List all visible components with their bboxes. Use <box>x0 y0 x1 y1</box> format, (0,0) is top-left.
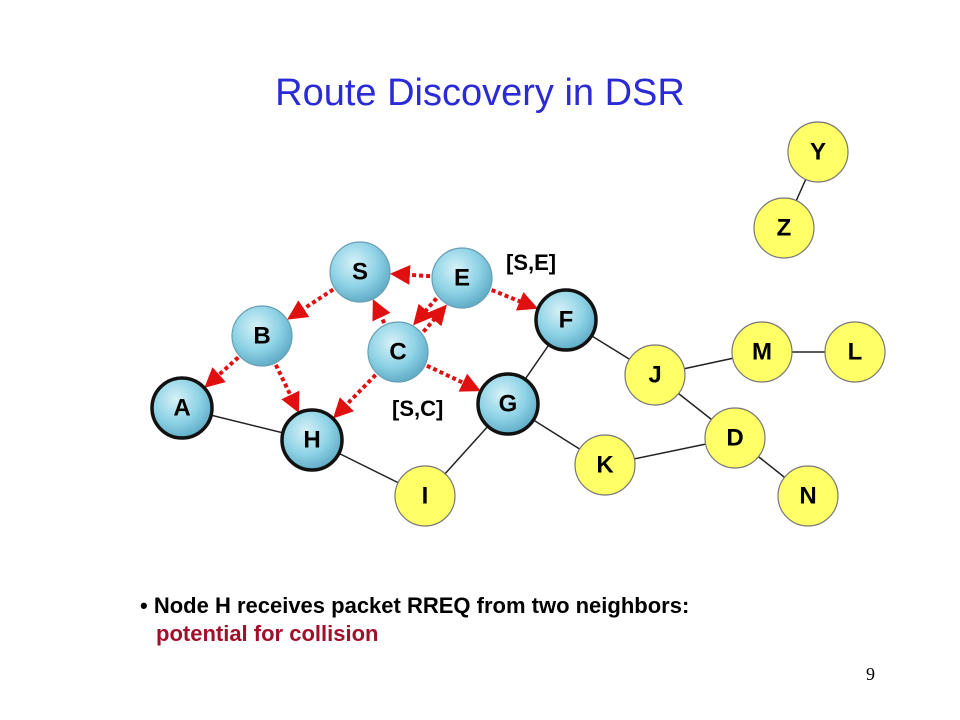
node-label: B <box>253 323 270 350</box>
node-circle <box>824 321 886 383</box>
node-g: G <box>476 372 540 436</box>
node-circle <box>150 376 214 440</box>
node-label: F <box>559 307 574 334</box>
node-j: J <box>624 344 686 406</box>
node-label: H <box>303 427 320 454</box>
node-label: Z <box>777 215 792 242</box>
node-f: F <box>534 288 598 352</box>
page-number: 9 <box>866 664 875 684</box>
node-label: L <box>848 339 863 366</box>
node-s: S <box>329 241 391 303</box>
node-label: E <box>454 265 470 292</box>
slide-title: Route Discovery in DSR <box>275 72 685 114</box>
node-circle <box>280 408 344 472</box>
node-y: Y <box>787 121 849 183</box>
nodes-layer: S E B C F A H G J M L D K I N Y Z <box>150 121 886 527</box>
rreq-arrow-e-s <box>389 264 431 285</box>
path-label-se: [S,E] <box>506 250 556 275</box>
path-label-sc: [S,C] <box>392 396 443 421</box>
node-label: N <box>799 483 816 510</box>
node-label: J <box>648 362 661 389</box>
node-l: L <box>824 321 886 383</box>
rreq-arrow-b-a <box>204 355 240 388</box>
node-i: I <box>394 465 456 527</box>
node-label: I <box>422 483 429 510</box>
node-m: M <box>731 321 793 383</box>
bullet-highlight: potential for collision <box>156 621 379 646</box>
node-circle <box>574 434 636 496</box>
rreq-arrow-c-g <box>426 363 481 392</box>
node-b: B <box>231 305 293 367</box>
node-label: G <box>499 391 518 418</box>
node-label: Y <box>810 139 826 166</box>
rreq-arrow-b-h <box>274 363 300 413</box>
node-circle <box>731 321 793 383</box>
rreq-arrow-c-e <box>421 304 447 334</box>
node-circle <box>431 247 493 309</box>
bullet-point: • Node H receives packet RREQ from two n… <box>140 592 689 648</box>
rreq-arrow-c-h <box>332 373 378 419</box>
node-circle <box>534 288 598 352</box>
node-a: A <box>150 376 214 440</box>
rreq-arrow-e-c <box>413 296 439 326</box>
rreq-arrow-c-s <box>372 299 391 324</box>
node-circle <box>624 344 686 406</box>
node-circle <box>704 407 766 469</box>
node-label: M <box>752 339 772 366</box>
node-circle <box>394 465 456 527</box>
node-k: K <box>574 434 636 496</box>
bullet-text: Node H receives packet RREQ from two nei… <box>153 593 690 618</box>
node-circle <box>476 372 540 436</box>
bullet-marker: • <box>140 593 154 618</box>
rreq-arrow-e-f <box>490 288 539 311</box>
rreq-arrow-s-b <box>287 287 335 320</box>
node-circle <box>753 197 815 259</box>
node-circle <box>787 121 849 183</box>
node-circle <box>329 241 391 303</box>
node-z: Z <box>753 197 815 259</box>
node-label: C <box>389 339 406 366</box>
node-circle <box>231 305 293 367</box>
node-c: C <box>367 321 429 383</box>
node-label: D <box>726 425 743 452</box>
node-n: N <box>777 465 839 527</box>
rreq-arrows-layer <box>204 264 539 419</box>
node-d: D <box>704 407 766 469</box>
node-label: K <box>596 452 614 479</box>
node-circle <box>367 321 429 383</box>
node-e: E <box>431 247 493 309</box>
node-h: H <box>280 408 344 472</box>
node-circle <box>777 465 839 527</box>
node-label: A <box>173 395 190 422</box>
node-label: S <box>352 259 368 286</box>
